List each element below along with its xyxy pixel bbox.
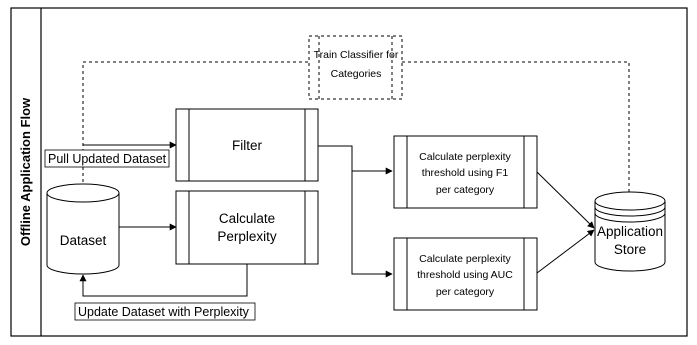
calculate-perplexity-label-line2: Perplexity (217, 229, 277, 244)
pull-dataset-label-text: Pull Updated Dataset (48, 152, 167, 166)
update-dataset-label-text: Update Dataset with Perplexity (78, 305, 250, 319)
train-classifier-label-line1: Train Classifier for (314, 49, 399, 61)
train-classifier-label-line2: Categories (331, 68, 382, 80)
threshold-f1-node: Calculate perplexity threshold using F1 … (393, 135, 538, 209)
application-store-node: Application Store (594, 191, 666, 272)
update-dataset-edge-label: Update Dataset with Perplexity (74, 302, 256, 321)
classifier-to-store-dashed-line (402, 61, 630, 193)
application-store-label-line2: Store (614, 242, 646, 257)
filter-to-auc-arrow (351, 171, 393, 278)
calculate-perplexity-node: Calculate Perplexity (175, 190, 319, 265)
threshold-auc-label-line2: threshold using AUC (417, 269, 513, 281)
filter-label: Filter (232, 138, 263, 153)
threshold-auc-node: Calculate perplexity threshold using AUC… (393, 237, 538, 311)
threshold-auc-label-line3: per category (436, 286, 495, 298)
filter-node: Filter (175, 108, 319, 182)
calculate-perplexity-label-line1: Calculate (219, 211, 275, 226)
threshold-f1-label-line3: per category (436, 184, 495, 196)
threshold-f1-label-line1: Calculate perplexity (419, 151, 511, 163)
filter-to-f1-arrow (318, 145, 393, 175)
f1-to-store-arrow (536, 171, 595, 229)
threshold-f1-label-line2: threshold using F1 (422, 167, 509, 179)
train-classifier-node: Train Classifier for Categories (308, 35, 403, 100)
classifier-dashed-links (82, 61, 630, 193)
swimlane-title: Offline Application Flow (18, 97, 33, 246)
dataset-node: Dataset (46, 183, 120, 275)
dataset-to-classifier-dashed-line (82, 61, 309, 182)
flow-arrows (79, 141, 595, 297)
threshold-auc-label-line1: Calculate perplexity (419, 253, 511, 265)
update-dataset-arrow (79, 264, 248, 297)
pull-dataset-edge-label: Pull Updated Dataset (44, 149, 170, 168)
auc-to-store-arrow (536, 229, 595, 274)
dataset-label: Dataset (60, 233, 107, 248)
application-store-label-line1: Application (597, 224, 663, 239)
